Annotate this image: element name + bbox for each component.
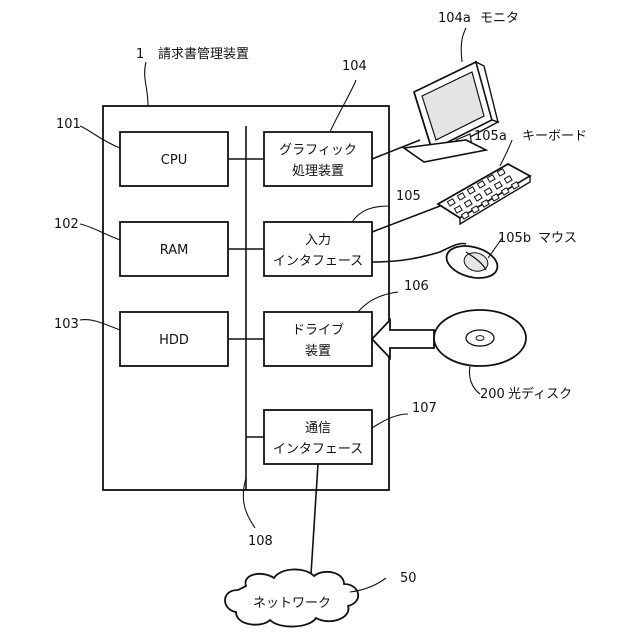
drive-label-1: ドライブ	[292, 322, 344, 338]
input-label-2: インタフェース	[273, 254, 363, 269]
monitor-leader-line	[461, 28, 466, 62]
bus-ref: 108	[248, 534, 273, 549]
network-name: ネットワーク	[253, 596, 331, 611]
comm-label-2: インタフェース	[273, 442, 363, 457]
input-label-1: 入力	[305, 233, 331, 248]
drive-ref: 106	[404, 279, 429, 294]
keyboard-ref: 105a	[474, 129, 507, 144]
disc-name: 光ディスク	[508, 386, 572, 402]
monitor-name: モニタ	[480, 11, 519, 26]
hdd-label: HDD	[159, 333, 189, 348]
keyboard-name: キーボード	[522, 129, 587, 144]
graphics-ref: 104	[342, 59, 367, 74]
cpu-label: CPU	[161, 153, 187, 168]
keyboard-icon	[438, 164, 530, 224]
disc-ref: 200	[480, 387, 505, 402]
drive-label-2: 装置	[305, 344, 331, 359]
monitor-icon	[404, 62, 498, 162]
disc-icon	[434, 310, 526, 366]
system-ref: 1	[136, 47, 144, 62]
system-leader-line	[145, 62, 148, 106]
mouse-name: マウス	[538, 231, 577, 246]
system-name: 請求書管理装置	[158, 47, 249, 62]
graphics-label-1: グラフィック	[279, 143, 357, 158]
monitor-ref: 104a	[438, 11, 471, 26]
input-ref: 105	[396, 189, 421, 204]
cpu-ref: 101	[56, 117, 81, 132]
ram-label: RAM	[160, 243, 189, 258]
hdd-ref: 103	[54, 317, 79, 332]
network-ref: 50	[400, 571, 417, 586]
graphics-label-2: 処理装置	[292, 164, 344, 179]
ram-ref: 102	[54, 217, 79, 232]
comm-ref: 107	[412, 401, 437, 416]
disc-leader-line	[469, 366, 480, 394]
comm-label-1: 通信	[305, 421, 331, 436]
mouse-ref: 105b	[498, 231, 531, 246]
